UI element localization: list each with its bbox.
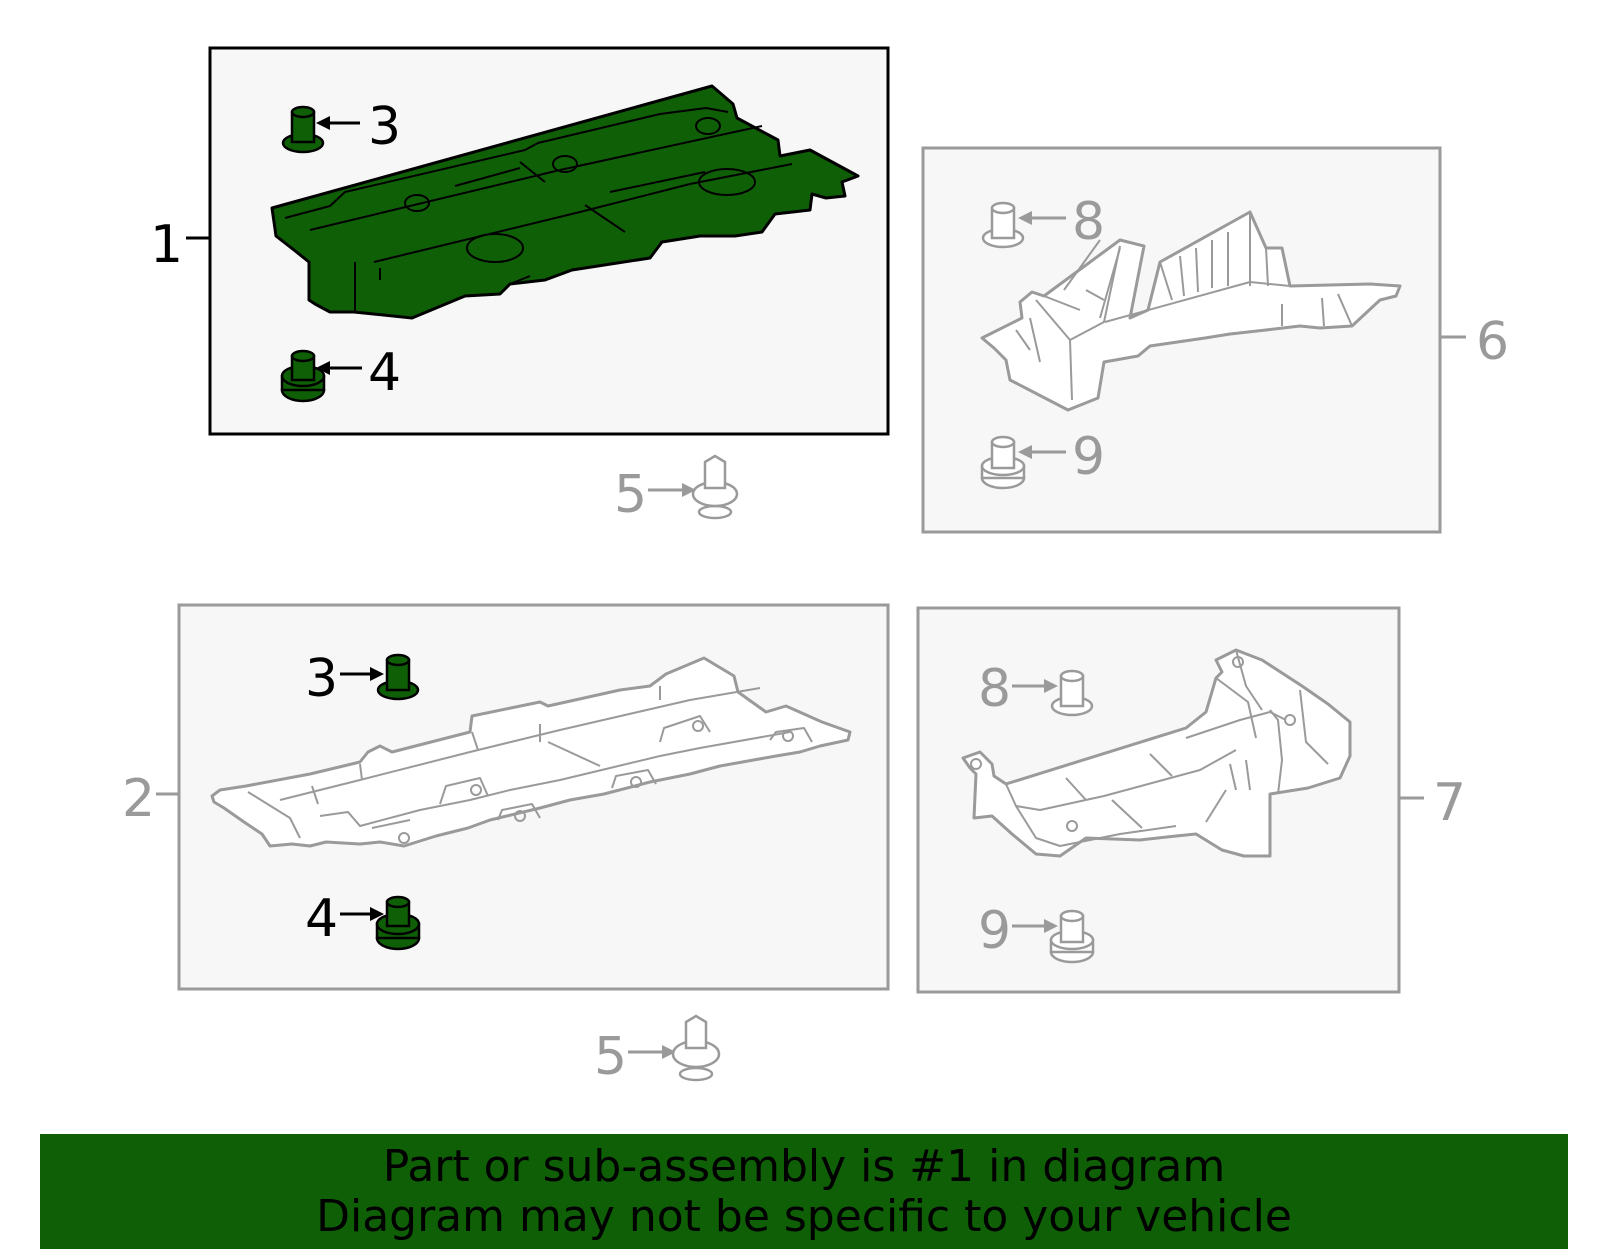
arrow-3-head [316,116,330,130]
shield-part-6 [980,210,1402,412]
callout-4-box2: 4 [305,889,338,949]
fastener-8-icon [981,201,1025,249]
callout-6: 6 [1476,312,1509,372]
highlighted-shield-part-1 [270,84,860,320]
arrow-8-box7-head [1044,679,1058,693]
arrow-8-head [1018,211,1032,225]
callout-2: 2 [122,769,155,829]
callout-3-box2: 3 [305,649,338,709]
callout-3: 3 [368,97,401,157]
callout-5-bottom: 5 [594,1027,627,1087]
arrow-5-top-head [682,483,696,497]
banner-line-2: Diagram may not be specific to your vehi… [316,1191,1292,1242]
arrow-5-bottom-head [662,1045,676,1059]
callout-4: 4 [368,343,401,403]
callout-8-box7: 8 [978,659,1011,719]
arrow-4-box2-head [370,907,384,921]
arrow-4-head [316,361,330,375]
fastener-9-icon [980,435,1026,490]
shield-part-7 [961,648,1352,858]
callout-9: 9 [1072,427,1105,487]
arrow-9-head [1018,445,1032,459]
info-banner: Part or sub-assembly is #1 in diagram Di… [40,1134,1568,1249]
arrow-3-box2-head [370,667,384,681]
fastener-3-icon-box2 [376,653,420,701]
fastener-8-icon-box7 [1050,669,1094,717]
callout-8: 8 [1072,192,1105,252]
arrow-9-box7-head [1044,919,1058,933]
callout-9-box7: 9 [978,901,1011,961]
fastener-9-icon-box7 [1049,909,1095,964]
banner-line-1: Part or sub-assembly is #1 in diagram [382,1141,1226,1192]
callout-5-top: 5 [614,465,647,525]
fastener-3-icon [281,105,325,154]
fastener-4-icon [280,349,326,403]
clip-5-icon-top [691,454,739,520]
fastener-4-icon-box2 [375,895,421,951]
clip-5-icon-bottom [671,1014,721,1082]
callout-7: 7 [1433,773,1466,833]
callout-1: 1 [150,215,183,275]
shield-part-2 [210,656,852,848]
